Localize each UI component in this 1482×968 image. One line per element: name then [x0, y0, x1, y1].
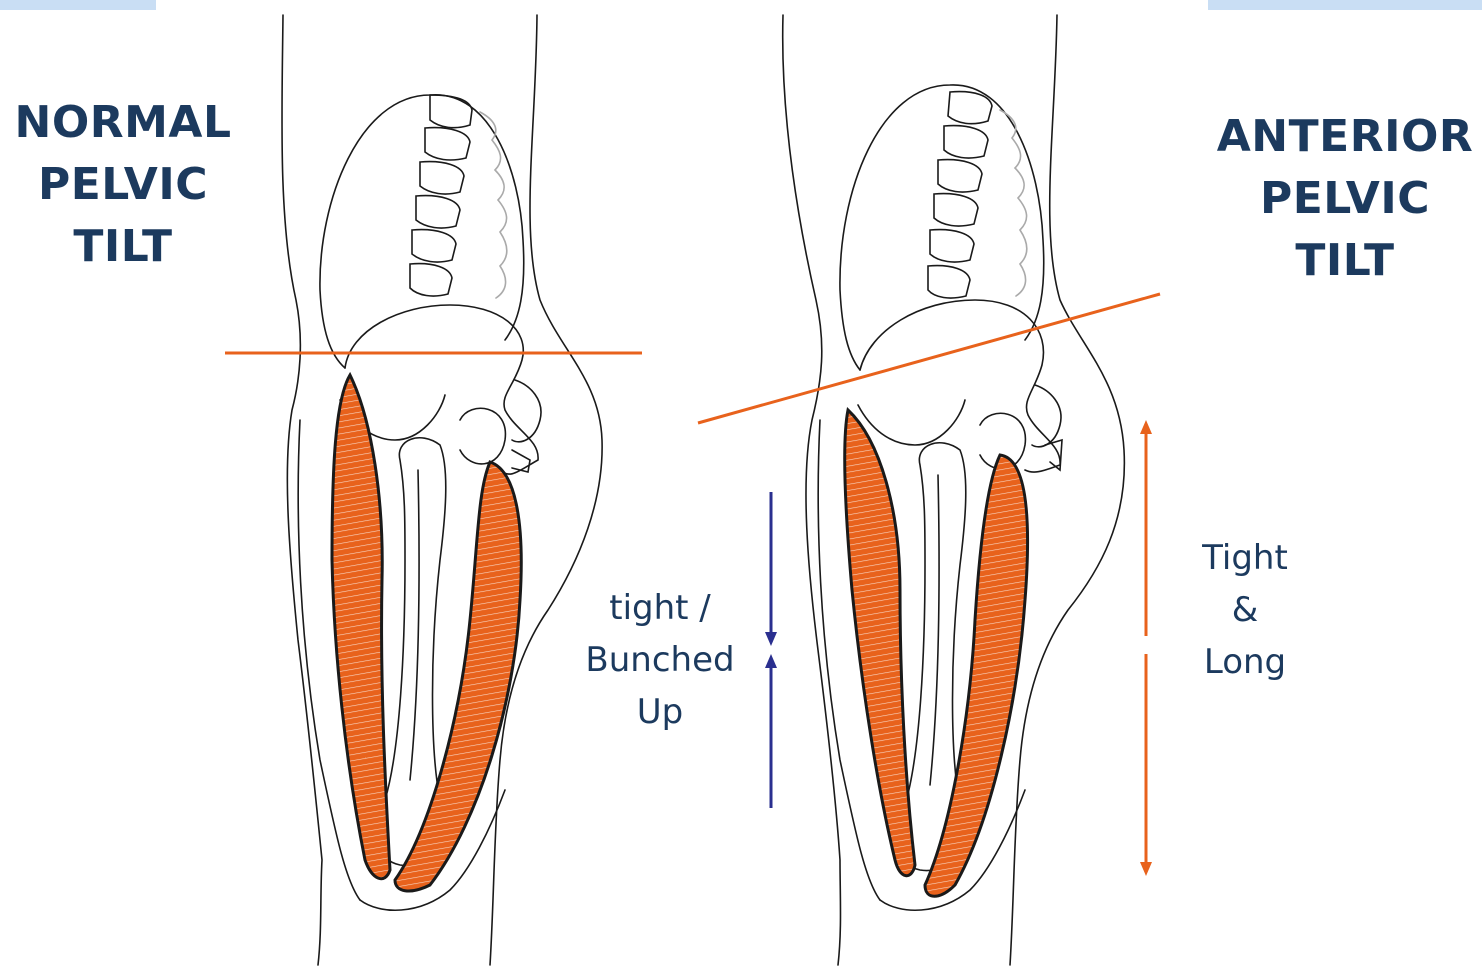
left-femur-head — [460, 408, 505, 464]
right-hamstring-front — [925, 455, 1028, 896]
heading-line: PELVIC — [0, 154, 246, 216]
right-pelvic-tilt-line — [698, 294, 1160, 423]
right-body-outline-front — [1010, 15, 1124, 965]
long-stretch-arrow — [1140, 420, 1152, 876]
tight-bunched-annotation: tight / Bunched Up — [572, 582, 748, 738]
left-torso-cavity — [320, 95, 524, 368]
left-hamstring-front — [395, 462, 521, 891]
annotation-line: Up — [572, 686, 748, 738]
right-body-outline-back — [783, 15, 841, 965]
short-bunched-arrow — [765, 492, 777, 808]
right-pelvis — [860, 300, 1060, 472]
heading-line: PELVIC — [1208, 168, 1482, 230]
heading-line: TILT — [0, 216, 246, 278]
right-torso-cavity — [840, 85, 1044, 370]
right-femur-shaft-inner — [930, 475, 939, 785]
left-sacrum — [512, 380, 541, 442]
annotation-line: & — [1180, 584, 1310, 636]
left-body-outline-back — [282, 15, 322, 965]
heading-line: ANTERIOR — [1208, 106, 1482, 168]
tight-long-annotation: Tight & Long — [1180, 532, 1310, 688]
left-coccyx — [512, 450, 530, 472]
left-spine — [410, 95, 507, 298]
left-hamstring-back — [332, 375, 390, 879]
normal-pelvic-tilt-heading: NORMAL PELVIC TILT — [0, 92, 246, 278]
right-hamstring-back — [845, 410, 915, 876]
annotation-line: Bunched — [572, 634, 748, 686]
heading-line: TILT — [1208, 230, 1482, 292]
left-femur-shaft-inner — [410, 470, 419, 780]
annotation-line: tight / — [572, 582, 748, 634]
annotation-line: Long — [1180, 636, 1310, 688]
annotation-line: Tight — [1180, 532, 1310, 584]
right-pelvis-inner — [858, 400, 965, 445]
heading-line: NORMAL — [0, 92, 246, 154]
anterior-pelvic-tilt-heading: ANTERIOR PELVIC TILT — [1208, 106, 1482, 292]
